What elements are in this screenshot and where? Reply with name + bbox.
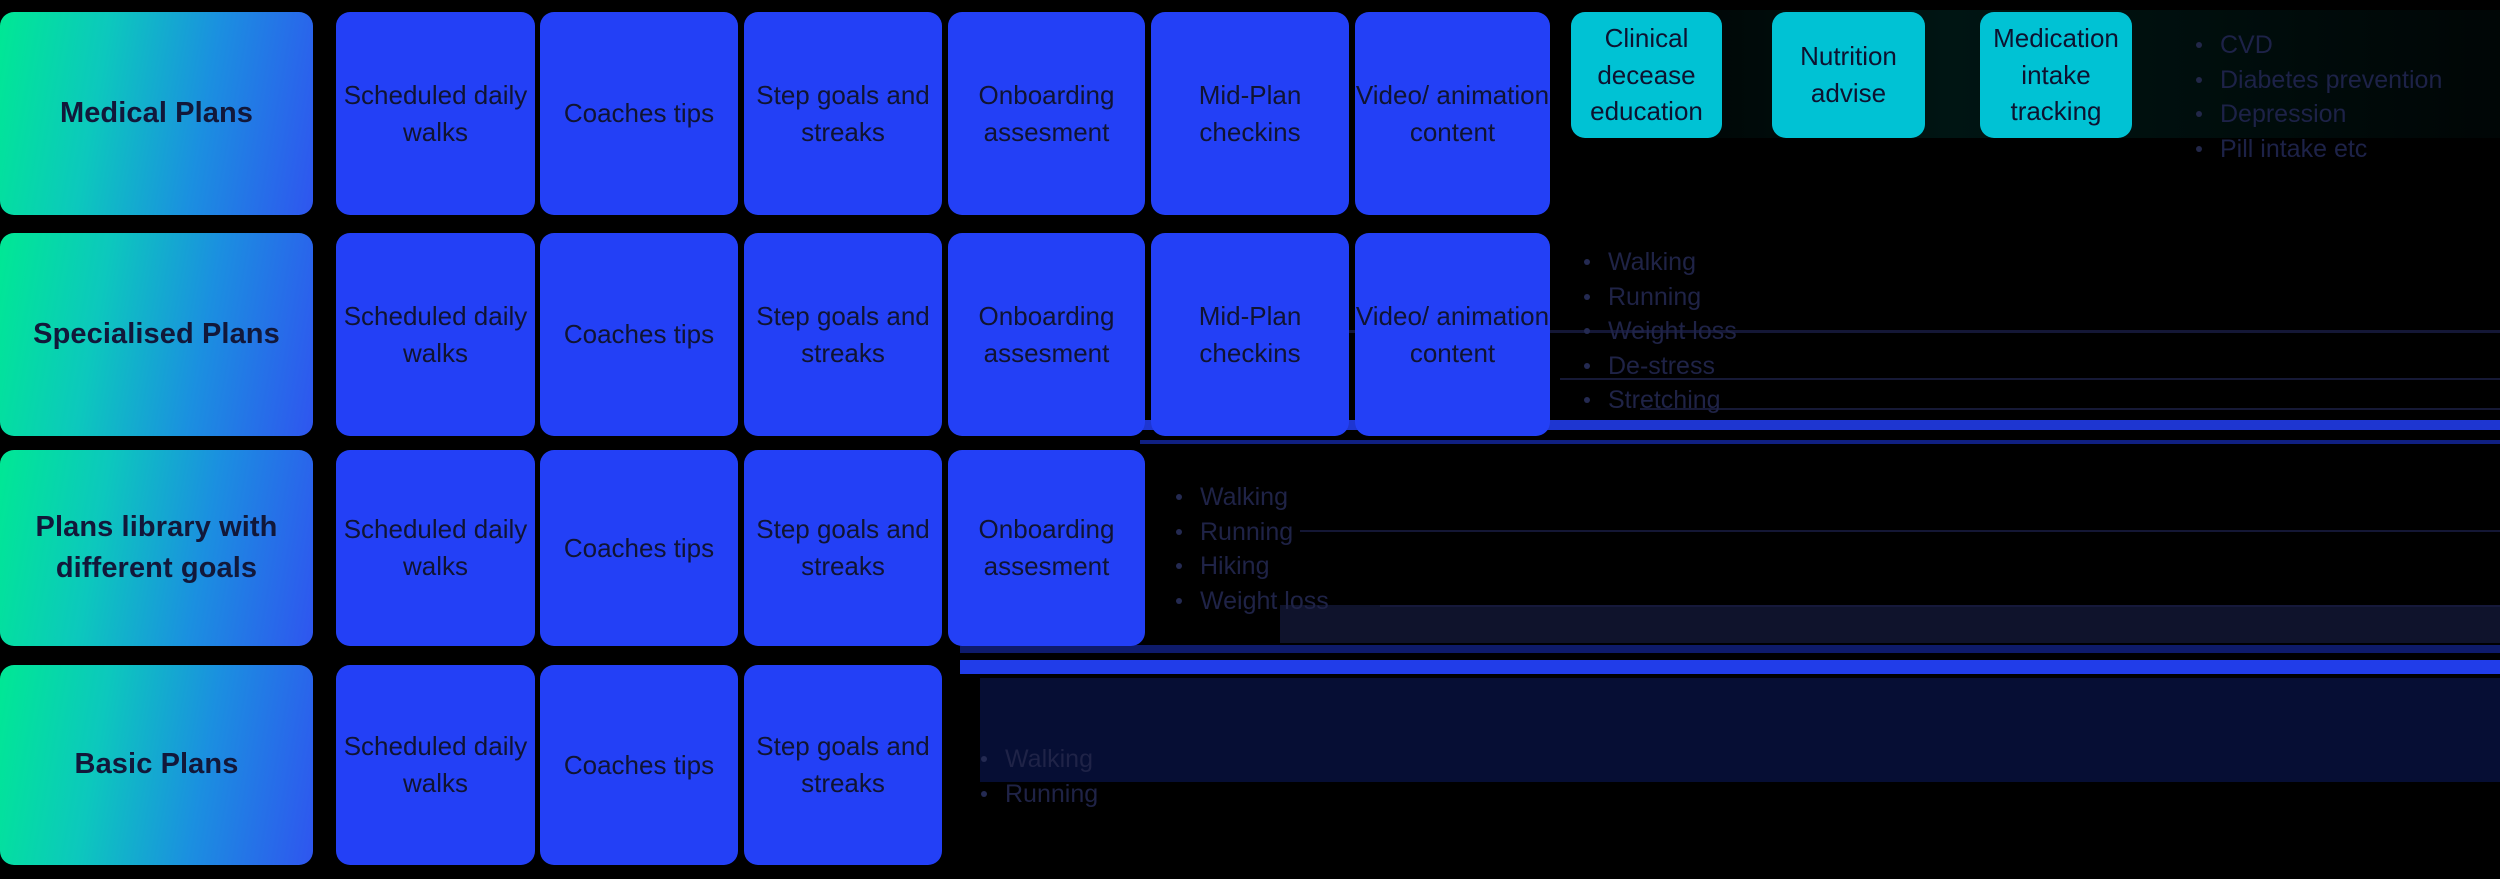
- row-label-text: Specialised Plans: [33, 317, 280, 350]
- row-label-card[interactable]: Plans library with different goals: [0, 450, 313, 646]
- row-label-card[interactable]: Specialised Plans: [0, 233, 313, 436]
- medical-card-label: Nutrition advise: [1800, 41, 1897, 108]
- feature-card-label: Onboarding assesment: [978, 79, 1115, 147]
- artifact-band: [960, 660, 2500, 674]
- feature-card-label: Scheduled daily walks: [343, 731, 528, 798]
- feature-card[interactable]: Scheduled daily walks: [336, 665, 535, 865]
- feature-card[interactable]: Step goals and streaks: [744, 665, 942, 865]
- list-item: Running: [1578, 280, 1737, 315]
- artifact-band: [1300, 530, 2500, 532]
- list-item: Walking: [1170, 480, 1329, 515]
- list-item: Depression: [2190, 97, 2442, 132]
- list-item: De-stress: [1578, 349, 1737, 384]
- feature-card[interactable]: Scheduled daily walks: [336, 233, 535, 436]
- feature-card[interactable]: Coaches tips: [540, 12, 738, 215]
- feature-card-label: Video/ animation content: [1355, 79, 1550, 147]
- feature-card-label: Onboarding assesment: [978, 514, 1115, 581]
- row-label-text: Medical Plans: [59, 96, 254, 129]
- feature-card[interactable]: Coaches tips: [540, 233, 738, 436]
- feature-card-label: Step goals and streaks: [756, 300, 930, 368]
- feature-card[interactable]: Scheduled daily walks: [336, 450, 535, 646]
- row-label-text: Plans library with different goals: [35, 510, 278, 584]
- medical-card[interactable]: Clinical decease education: [1571, 12, 1722, 138]
- medical-card-label: Medication intake tracking: [1993, 22, 2119, 127]
- feature-card[interactable]: Step goals and streaks: [744, 233, 942, 436]
- list-item: CVD: [2190, 28, 2442, 63]
- feature-card-label: Step goals and streaks: [756, 79, 930, 147]
- feature-card-label: Mid-Plan checkins: [1198, 79, 1302, 147]
- bullet-list: Walking Running: [975, 742, 1098, 811]
- list-item: Diabetes prevention: [2190, 63, 2442, 98]
- list-item: Walking: [975, 742, 1098, 777]
- feature-card[interactable]: Onboarding assesment: [948, 450, 1145, 646]
- feature-card-label: Onboarding assesment: [978, 300, 1115, 368]
- feature-card-label: Scheduled daily walks: [343, 300, 528, 368]
- feature-card[interactable]: Mid-Plan checkins: [1151, 233, 1349, 436]
- feature-card-label: Mid-Plan checkins: [1198, 300, 1302, 368]
- feature-card-label: Video/ animation content: [1355, 300, 1550, 368]
- list-item: Pill intake etc: [2190, 132, 2442, 167]
- list-item: Stretching: [1578, 383, 1737, 418]
- feature-card[interactable]: Onboarding assesment: [948, 12, 1145, 215]
- feature-card[interactable]: Mid-Plan checkins: [1151, 12, 1349, 215]
- medical-card[interactable]: Nutrition advise: [1772, 12, 1925, 138]
- feature-card-label: Coaches tips: [563, 98, 715, 129]
- list-item: Running: [1170, 515, 1329, 550]
- artifact-band: [1380, 605, 2500, 607]
- artifact-band: [980, 678, 2500, 782]
- feature-card-label: Step goals and streaks: [756, 731, 930, 798]
- artifact-band: [1640, 408, 2500, 410]
- row-label-text: Basic Plans: [74, 748, 239, 781]
- feature-card-label: Coaches tips: [563, 532, 715, 563]
- feature-card[interactable]: Step goals and streaks: [744, 12, 942, 215]
- row-label-card[interactable]: Basic Plans: [0, 665, 313, 865]
- artifact-band: [1140, 440, 2500, 444]
- feature-card[interactable]: Coaches tips: [540, 450, 738, 646]
- row-label-card[interactable]: Medical Plans: [0, 12, 313, 215]
- feature-card-label: Scheduled daily walks: [343, 514, 528, 581]
- feature-card[interactable]: Scheduled daily walks: [336, 12, 535, 215]
- bullet-list: Walking Running Weight loss De-stress St…: [1578, 245, 1737, 418]
- feature-card[interactable]: Video/ animation content: [1355, 12, 1550, 215]
- feature-card-label: Coaches tips: [563, 319, 715, 350]
- artifact-band: [1280, 605, 2500, 643]
- feature-card[interactable]: Step goals and streaks: [744, 450, 942, 646]
- feature-card[interactable]: Coaches tips: [540, 665, 738, 865]
- list-item: Weight loss: [1170, 584, 1329, 619]
- list-item: Running: [975, 777, 1098, 812]
- list-item: Weight loss: [1578, 314, 1737, 349]
- artifact-band: [0, 866, 2500, 879]
- list-item: Walking: [1578, 245, 1737, 280]
- feature-card[interactable]: Onboarding assesment: [948, 233, 1145, 436]
- bullet-list: Walking Running Hiking Weight loss: [1170, 480, 1329, 618]
- feature-card-label: Scheduled daily walks: [343, 79, 528, 147]
- artifact-band: [960, 645, 2500, 653]
- medical-card[interactable]: Medication intake tracking: [1980, 12, 2132, 138]
- feature-card-label: Step goals and streaks: [756, 514, 930, 581]
- bullet-list: CVD Diabetes prevention Depression Pill …: [2190, 28, 2442, 166]
- list-item: Hiking: [1170, 549, 1329, 584]
- feature-card-label: Coaches tips: [563, 749, 715, 780]
- medical-card-label: Clinical decease education: [1590, 22, 1703, 127]
- feature-card[interactable]: Video/ animation content: [1355, 233, 1550, 436]
